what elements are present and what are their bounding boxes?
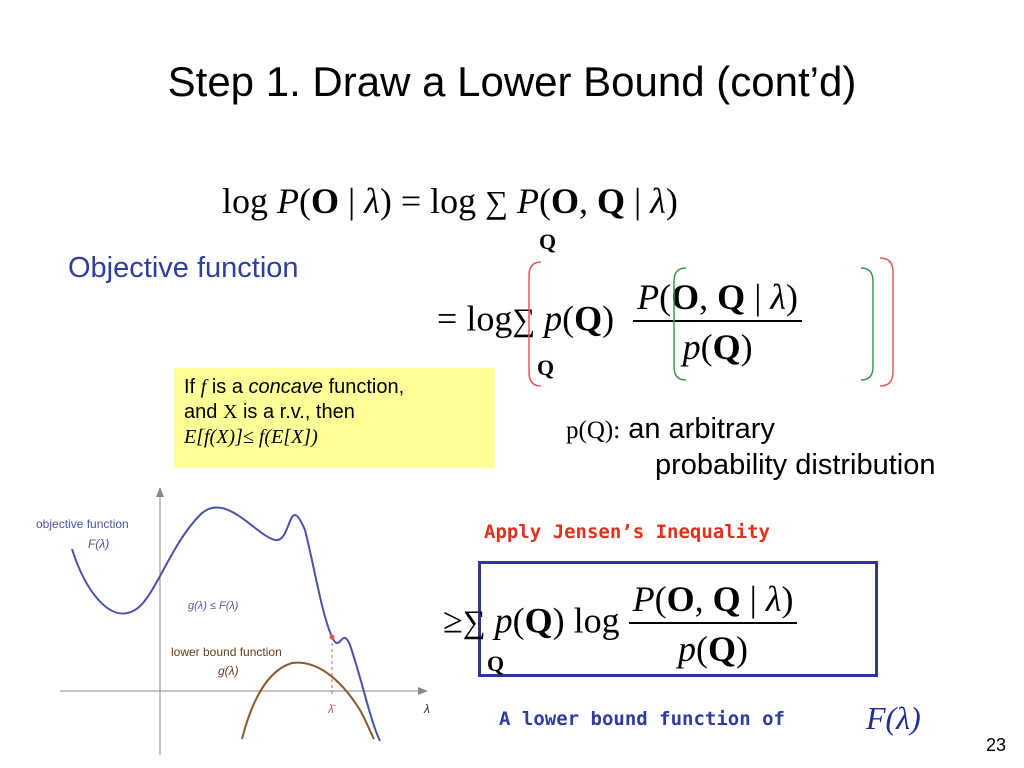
sum-symbol: ∑ xyxy=(485,184,508,220)
lambda-axis-label: λ xyxy=(423,702,430,716)
objective-function-label: Objective function xyxy=(68,252,299,284)
equation-expanded: = log∑ p(Q) P(O, Q | λ) p(Q) xyxy=(437,276,802,368)
sum-index: Q xyxy=(487,651,505,676)
page-number: 23 xyxy=(986,735,1007,755)
lower-bound-box xyxy=(478,561,878,677)
objective-curve xyxy=(71,506,381,742)
red-bracket-left xyxy=(528,261,542,387)
apply-jensen-label: Apply Jensen’s Inequality xyxy=(484,521,770,543)
lower-bound-function-label: lower bound function xyxy=(171,645,282,659)
jensen-note-box: If f is a concave function, and X is a r… xyxy=(174,368,495,468)
fraction: P(O, Q | λ) p(Q) xyxy=(633,276,802,368)
lower-bound-graph: objective function F(λ) g(λ) ≤ F(λ) lowe… xyxy=(36,487,430,755)
slide-title: Step 1. Draw a Lower Bound (cont’d) xyxy=(167,58,857,105)
equation-log-likelihood: log P(O | λ) = log ∑ P(O, Q | λ) xyxy=(222,181,678,221)
F-lambda-graph-label: F(λ) xyxy=(88,537,109,551)
lower-bound-of-label: A lower bound function of xyxy=(499,708,785,730)
green-bracket-right xyxy=(860,267,874,381)
objective-function-label: objective function xyxy=(36,517,129,531)
sum-index: Q xyxy=(539,229,557,254)
lower-bound-curve xyxy=(241,661,375,740)
equation-lower-bound: ≥∑ p(Q) log P(O, Q | λ) p(Q) xyxy=(443,578,798,670)
g-lambda-graph-label: g(λ) xyxy=(218,664,239,678)
x-axis-arrow xyxy=(418,687,428,695)
red-bracket-right xyxy=(879,257,894,387)
inequality-graph-label: g(λ) ≤ F(λ) xyxy=(188,600,239,612)
F-lambda-label: F(λ) xyxy=(866,700,921,736)
y-axis-arrow xyxy=(156,487,164,497)
lambda-bar-label: λ̄ xyxy=(327,702,336,716)
fraction: P(O, Q | λ) p(Q) xyxy=(628,578,798,670)
tangent-point xyxy=(329,634,335,640)
green-bracket-left xyxy=(673,267,687,381)
sum-index: Q xyxy=(537,355,555,380)
sum-symbol: ∑ xyxy=(462,603,486,640)
arbitrary-distribution-note: p(Q): an arbitrary probability distribut… xyxy=(566,413,936,481)
jensen-inequality: E[f(X)]≤ f(E[X]) xyxy=(184,426,318,448)
